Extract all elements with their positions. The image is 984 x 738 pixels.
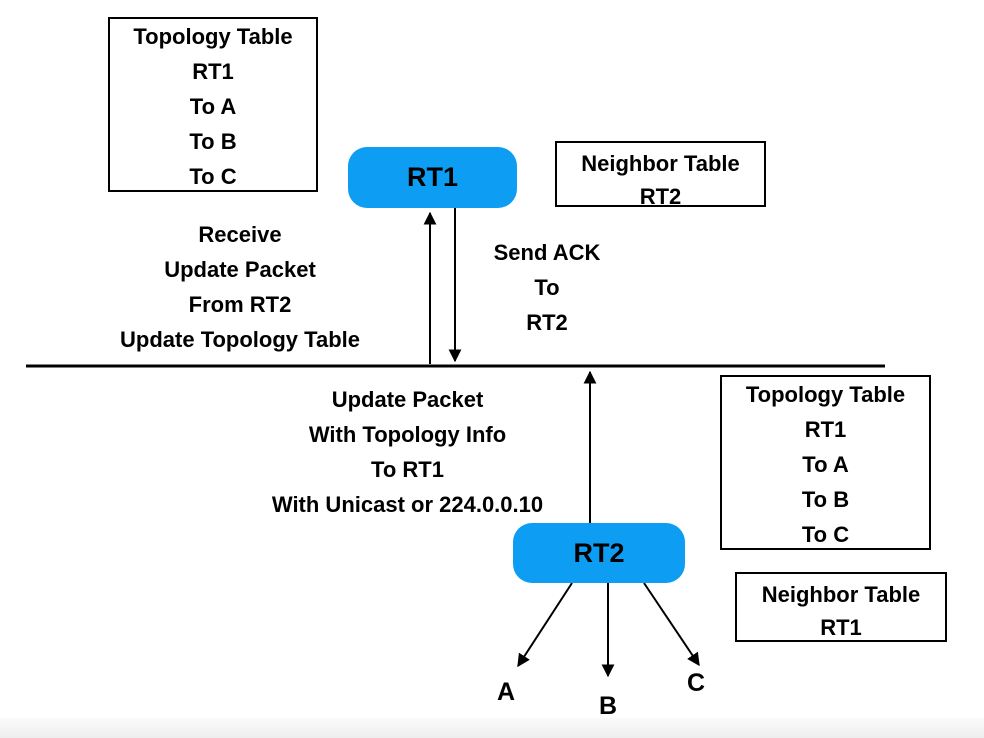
neighbor-table-rt1-box: Neighbor Table RT1 (735, 572, 947, 642)
annotation-line: Update Topology Table (120, 327, 360, 352)
neighbor-table-rt2-row: RT2 (639, 184, 682, 209)
annotation-receive-update: Receive Update Packet From RT2 Update To… (50, 217, 430, 357)
neighbor-table-rt1-row: RT1 (820, 615, 862, 640)
router-node-rt1-label: RT1 (406, 162, 458, 192)
topology-table-rt1-row: To A (189, 94, 237, 119)
annotation-line: Send ACK (493, 240, 601, 265)
topology-table-rt2-box: Topology Table RT1 To A To B To C (720, 375, 931, 550)
router-node-rt2-label: RT2 (573, 537, 625, 568)
topology-table-rt2-row: To B (801, 487, 850, 512)
annotation-update-packet: Update Packet With Topology Info To RT1 … (225, 382, 590, 522)
annotation-send-ack: Send ACK To RT2 (457, 235, 637, 340)
host-label-a: A (496, 678, 516, 706)
arrow-rt2-to-host-c (643, 582, 700, 667)
topology-table-rt2-row: To C (801, 522, 850, 547)
annotation-line: With Topology Info (308, 422, 507, 447)
neighbor-table-rt1-title: Neighbor Table (761, 582, 921, 607)
annotation-line: Update Packet (164, 257, 316, 282)
host-label-c: C (686, 669, 706, 697)
neighbor-table-rt2-title: Neighbor Table (581, 151, 740, 176)
topology-table-rt1-row: To C (189, 164, 237, 189)
arrow-rt2-to-host-a (517, 582, 573, 668)
topology-table-rt2-row: RT1 (804, 417, 847, 442)
annotation-line: RT2 (526, 310, 568, 335)
router-node-rt1: RT1 (348, 147, 517, 208)
annotation-line: Receive (198, 222, 282, 247)
slide-bottom-edge (0, 718, 984, 738)
annotation-line: With Unicast or 224.0.0.10 (271, 492, 544, 517)
topology-table-rt2-row: To A (802, 452, 849, 477)
annotation-line: To (534, 275, 560, 300)
topology-table-rt2-title: Topology Table (745, 382, 906, 407)
router-node-rt2: RT2 (513, 523, 685, 583)
host-label-b: B (598, 692, 618, 720)
annotation-line: Update Packet (331, 387, 484, 412)
topology-table-rt1-row: RT1 (192, 59, 234, 84)
topology-table-rt1-title: Topology Table (133, 24, 293, 49)
annotation-line: To RT1 (371, 457, 444, 482)
topology-table-rt1-box: Topology Table RT1 To A To B To C (108, 17, 318, 192)
topology-table-rt1-row: To B (189, 129, 237, 154)
annotation-line: From RT2 (188, 292, 292, 317)
neighbor-table-rt2-box: Neighbor Table RT2 (555, 141, 766, 209)
